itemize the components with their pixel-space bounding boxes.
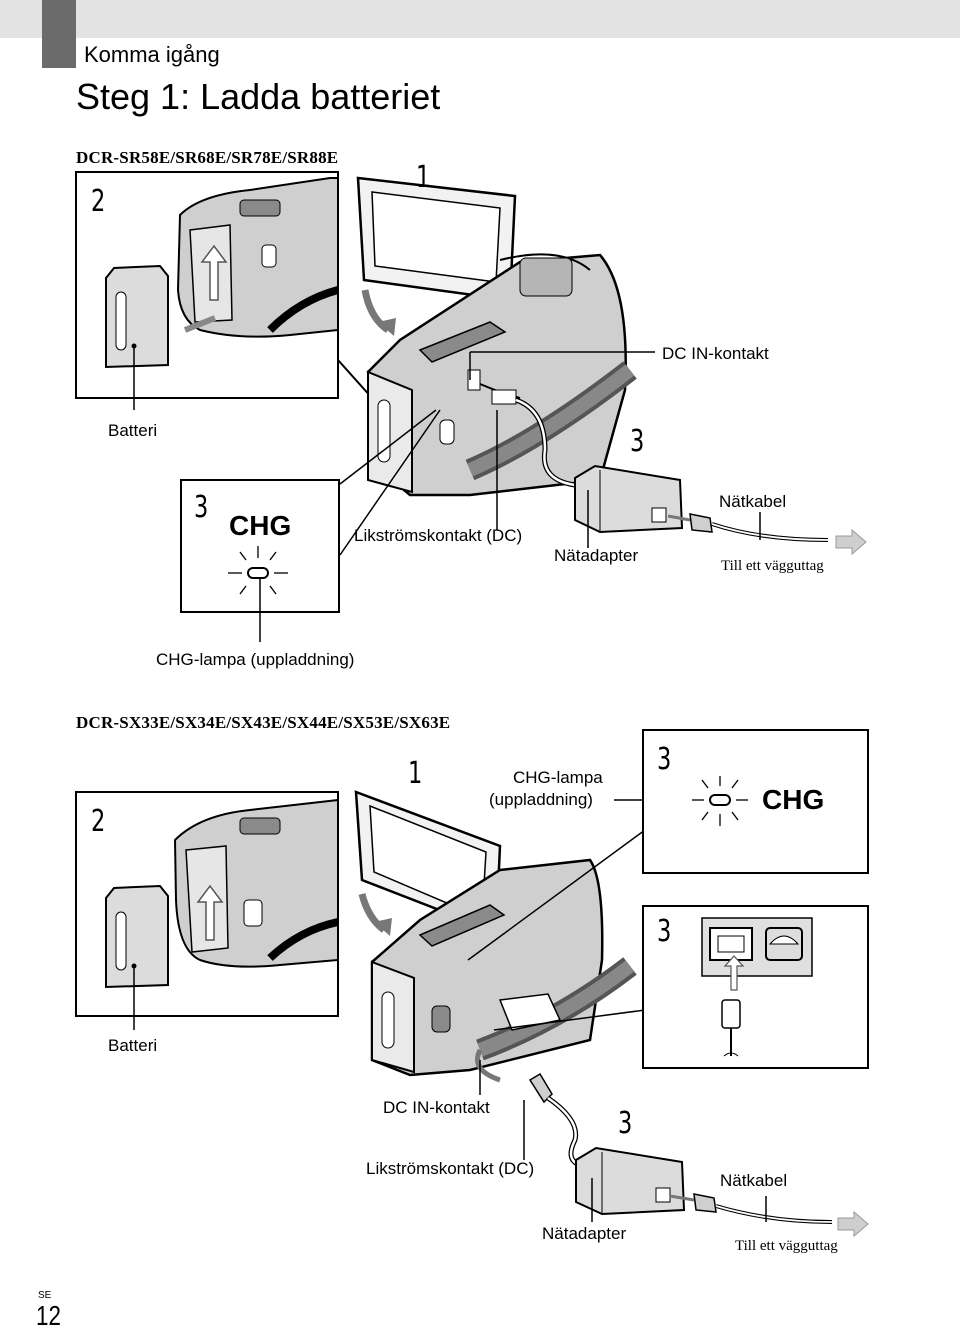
battery-label-b: Batteri xyxy=(108,1036,158,1055)
step-3-label-b: 3 xyxy=(618,1106,633,1141)
model-b-battery-inset xyxy=(75,791,339,1030)
chg-text-b: CHG xyxy=(762,784,825,815)
step-3-inset-label: 3 xyxy=(194,490,209,525)
model-b-heading: DCR-SX33E/SX34E/SX43E/SX44E/SX53E/SX63E xyxy=(76,713,451,732)
adapter-label-b: Nätadapter xyxy=(542,1224,627,1243)
wall-outlet-label: Till ett vägguttag xyxy=(721,558,824,574)
model-b-camcorder xyxy=(354,790,637,1083)
dc-plug-label-b: Likströmskontakt (DC) xyxy=(366,1159,535,1178)
model-a-battery-inset xyxy=(75,171,373,410)
wall-outlet-label-b: Till ett vägguttag xyxy=(735,1238,838,1254)
step-3-chg-label-b: 3 xyxy=(657,742,672,777)
step-1-label-b: 1 xyxy=(408,756,423,791)
adapter-label: Nätadapter xyxy=(554,546,639,565)
dc-plug-label: Likströmskontakt (DC) xyxy=(354,526,523,545)
battery-label: Batteri xyxy=(108,421,158,440)
step-3-label: 3 xyxy=(630,424,645,459)
page-number: 12 xyxy=(36,1300,61,1331)
model-a-chg-inset xyxy=(180,479,340,642)
chg-text: CHG xyxy=(229,510,292,541)
model-a-callouts xyxy=(339,351,761,556)
chg-lamp-label-b-line1: CHG-lampa xyxy=(513,768,603,787)
step-2-label-b: 2 xyxy=(91,804,106,839)
model-b-adapter xyxy=(528,1072,869,1238)
model-a-adapter xyxy=(574,464,867,556)
header-bar xyxy=(0,0,960,38)
header-tab-marker xyxy=(42,0,76,68)
chg-lamp-label-b-line2: (uppladdning) xyxy=(489,790,593,809)
step-3-jack-label-b: 3 xyxy=(657,914,672,949)
section-title: Komma igång xyxy=(84,42,220,67)
power-cord-label: Nätkabel xyxy=(719,492,787,511)
page-title: Steg 1: Ladda batteriet xyxy=(76,76,441,117)
model-a-camcorder xyxy=(356,176,637,497)
dc-in-label: DC IN-kontakt xyxy=(662,344,769,363)
model-a-heading: DCR-SR58E/SR68E/SR78E/SR88E xyxy=(76,148,339,167)
step-2-label: 2 xyxy=(91,184,106,219)
model-b-jack-inset xyxy=(642,905,869,1069)
power-cord-label-b: Nätkabel xyxy=(720,1171,788,1190)
chg-lamp-label: CHG-lampa (uppladdning) xyxy=(156,650,355,669)
step-1-label: 1 xyxy=(416,160,431,195)
dc-in-label-b: DC IN-kontakt xyxy=(383,1098,490,1117)
model-b-chg-inset xyxy=(642,729,869,874)
language-code: SE xyxy=(38,1290,52,1301)
